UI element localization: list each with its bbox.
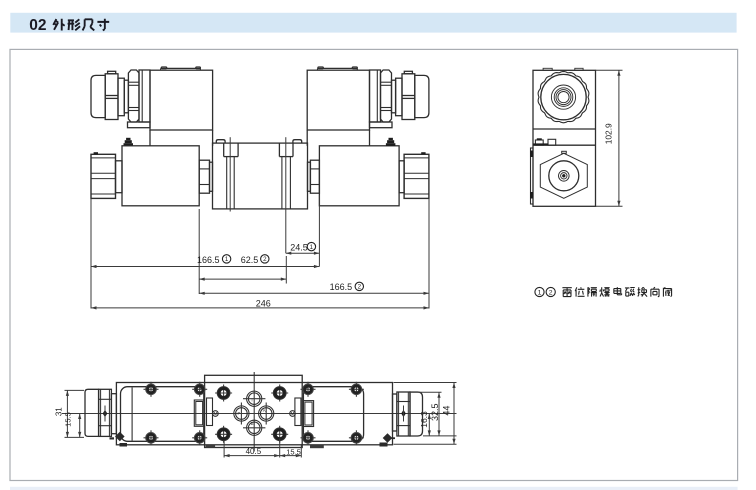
svg-text:44: 44	[442, 406, 452, 416]
svg-text:40.5: 40.5	[246, 447, 262, 456]
svg-text:1: 1	[225, 256, 229, 263]
svg-text:2: 2	[358, 284, 362, 291]
svg-text:102.9: 102.9	[604, 123, 614, 144]
svg-text:M: M	[291, 411, 295, 416]
svg-text:P: P	[238, 411, 241, 416]
svg-text:1: 1	[310, 244, 314, 251]
svg-text:15.5: 15.5	[286, 447, 301, 456]
svg-text:31: 31	[55, 407, 64, 416]
svg-text:15.5: 15.5	[64, 412, 73, 427]
svg-text:32.5: 32.5	[430, 403, 440, 421]
svg-text:T: T	[251, 397, 254, 402]
svg-text:M: M	[214, 411, 218, 416]
svg-text:2: 2	[549, 289, 553, 296]
svg-text:62.5: 62.5	[241, 255, 259, 265]
svg-text:166.5: 166.5	[197, 255, 220, 265]
svg-text:24.5: 24.5	[290, 243, 308, 253]
svg-text:1: 1	[538, 289, 542, 296]
svg-text:16.3: 16.3	[419, 411, 429, 428]
svg-text:246: 246	[256, 298, 271, 308]
svg-text:B: B	[251, 421, 254, 426]
svg-text:166.5: 166.5	[330, 282, 353, 292]
svg-text:A: A	[263, 408, 266, 413]
svg-text:2: 2	[263, 256, 267, 263]
svg-text:02: 02	[29, 17, 46, 34]
